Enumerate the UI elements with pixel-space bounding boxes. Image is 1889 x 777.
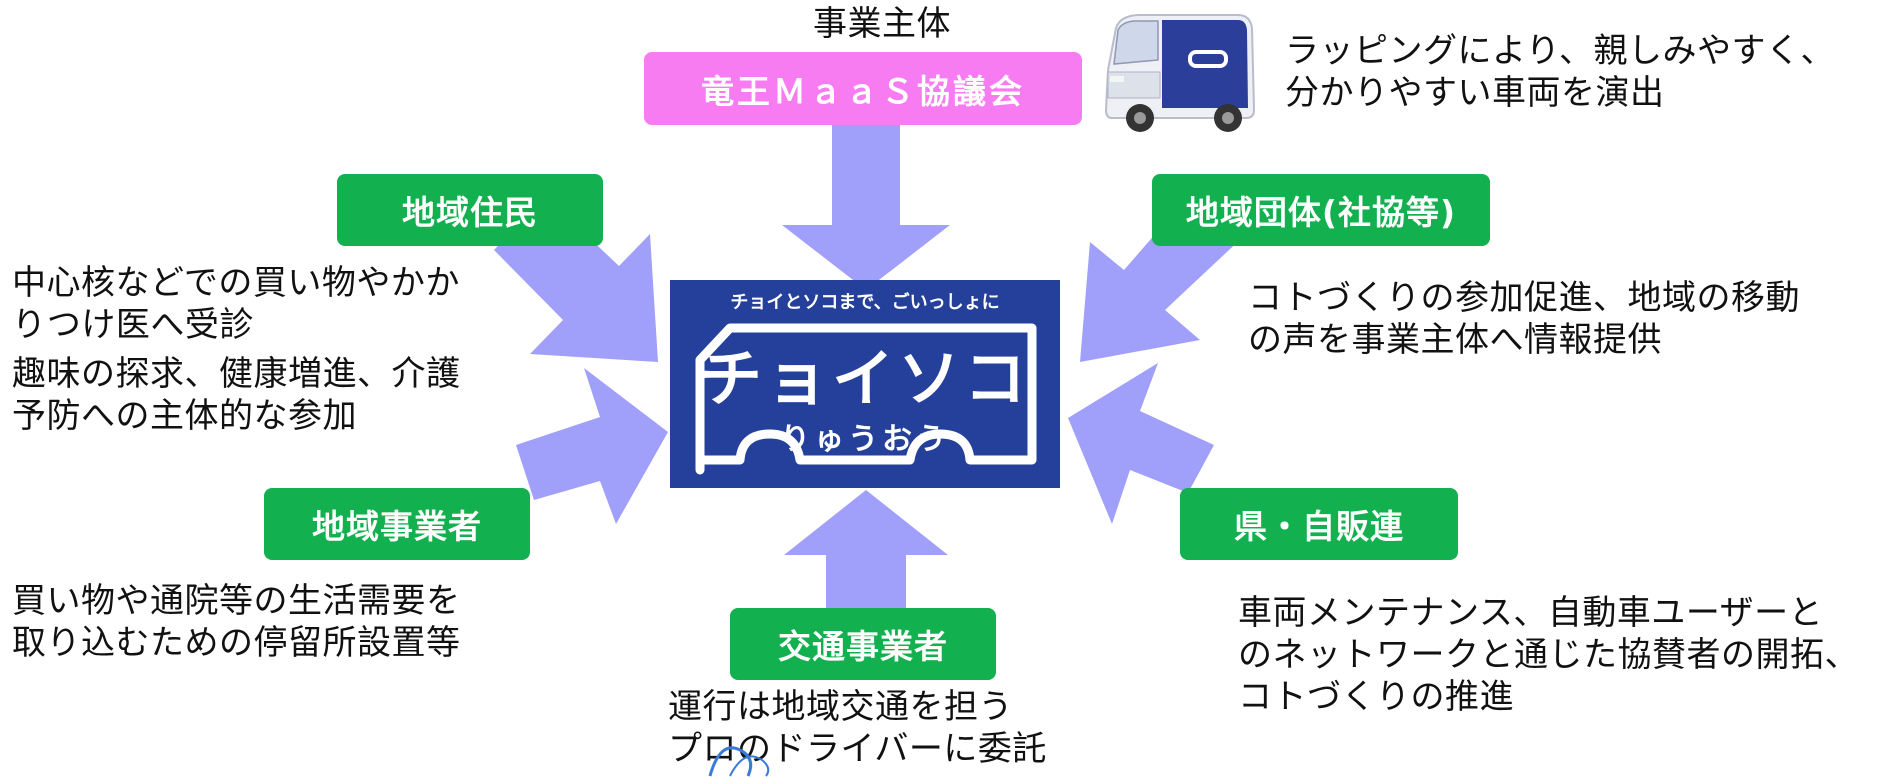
logo-main: チョイソコ [699, 342, 1030, 415]
van-note: ラッピングにより、親しみやすく、 分かりやすい車両を演出 [1285, 31, 1835, 113]
transport-operator-box: 交通事業者 [730, 608, 996, 680]
transport-operator-note: 運行は地域交通を担う プロのドライバーに委託 [668, 687, 1047, 769]
wrapped-van-image [1104, 14, 1256, 132]
logo-tagline: チョイとソコまで、ごいっしょに [730, 292, 1000, 313]
prefecture-box: 県・自販連 [1180, 488, 1458, 560]
logo-sub: りゅうおう [780, 422, 950, 457]
choisoko-logo: チョイとソコまで、ごいっしょに チョイソコ りゅうおう [670, 280, 1060, 488]
community-groups-label: 地域団体(社協等) [1185, 193, 1457, 232]
community-groups-note: コトづくりの参加促進、地域の移動 の声を事業主体へ情報提供 [1248, 278, 1800, 360]
transport-operator-label: 交通事業者 [778, 627, 948, 666]
community-groups-box: 地域団体(社協等) [1152, 174, 1490, 246]
operator-caption: 事業主体 [813, 4, 951, 44]
local-businesses-note: 買い物や通院等の生活需要を 取り込むための停留所設置等 [12, 581, 461, 663]
residents-note-1: 中心核などでの買い物やかか りつけ医へ受診 [12, 263, 460, 345]
residents-note-2: 趣味の探求、健康増進、介護 予防への主体的な参加 [12, 354, 461, 436]
logo-van-outline [695, 323, 1037, 475]
arrow-from-prefecture [1068, 363, 1214, 524]
operator-label: 竜王ＭａａＳ協議会 [701, 71, 1025, 111]
arrow-from-transport [784, 490, 948, 610]
prefecture-label: 県・自販連 [1234, 507, 1404, 546]
local-businesses-label: 地域事業者 [312, 507, 482, 546]
residents-box: 地域住民 [337, 174, 603, 246]
local-businesses-box: 地域事業者 [264, 488, 530, 560]
decorative-swirl-icon [708, 746, 770, 777]
arrow-from-businesses [516, 368, 668, 524]
prefecture-note: 車両メンテナンス、自動車ユーザーと のネットワークと通じた協賛者の開拓、 コトづ… [1238, 593, 1859, 717]
residents-label: 地域住民 [402, 193, 538, 232]
arrow-from-operator [782, 124, 950, 290]
operator-box: 竜王ＭａａＳ協議会 [644, 52, 1082, 125]
